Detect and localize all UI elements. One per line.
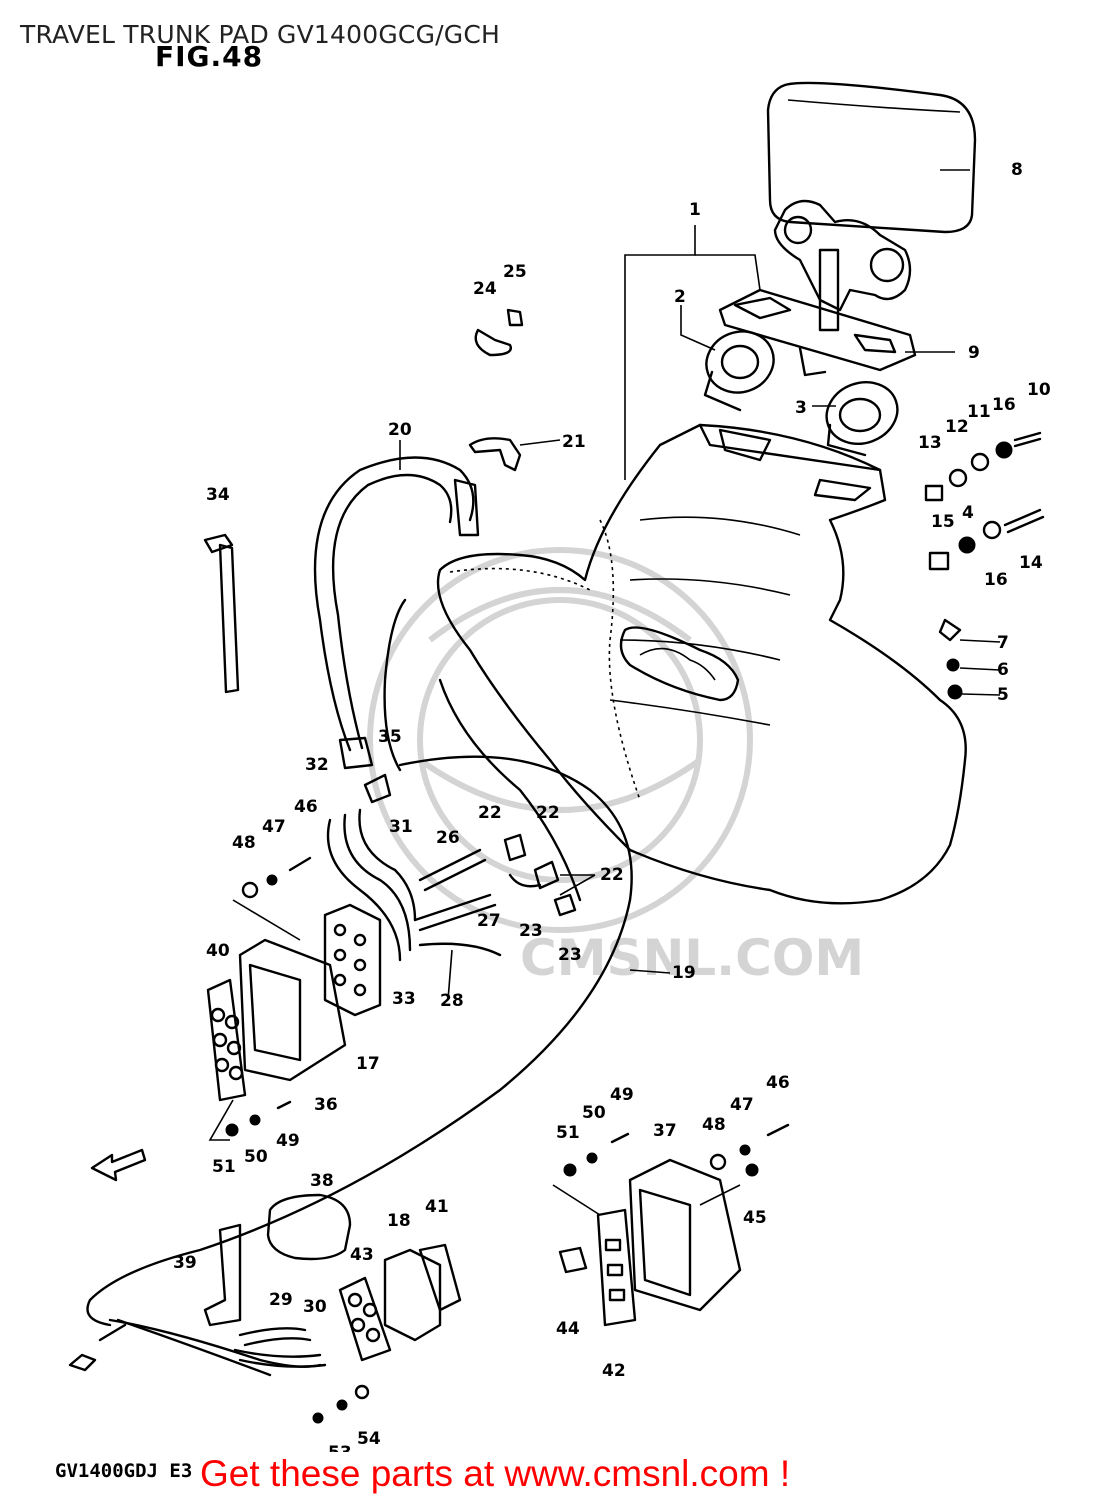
part-label: 51: [556, 1123, 580, 1143]
part-label: 26: [436, 828, 460, 848]
backrest-pad: [766, 81, 977, 234]
part-label: 39: [173, 1253, 197, 1273]
part-label: 44: [556, 1319, 580, 1339]
part-label: 29: [269, 1290, 293, 1310]
part-label: 5: [997, 685, 1009, 705]
speaker-right: [825, 381, 899, 457]
leader-lines: [208, 169, 1001, 1216]
part-label: 20: [388, 420, 412, 440]
part-label: 41: [425, 1197, 449, 1217]
part-label: 31: [389, 817, 413, 837]
wiring-harness: [68, 598, 633, 1377]
part-label: 28: [440, 991, 464, 1011]
backrest-bracket: [773, 199, 912, 332]
part-label: 16: [992, 395, 1016, 415]
part-label: 11: [967, 402, 991, 422]
part-label: 2: [674, 287, 686, 307]
hardware-right: [924, 431, 1045, 700]
part-label: 50: [244, 1147, 268, 1167]
part-label: 25: [503, 262, 527, 282]
switch-housing-left: [206, 938, 347, 1102]
lead-wires: [326, 808, 417, 962]
part-label: 51: [212, 1157, 236, 1177]
part-label: 38: [310, 1171, 334, 1191]
watermark-text: CMSNL.COM: [520, 929, 864, 987]
trunk-pad-body: [436, 423, 967, 905]
part-number-labels: 1 2 3 4 5 6 7 8 9 10 11 12 13 14 15 16 1…: [173, 160, 1051, 1479]
part-label: 22: [536, 803, 560, 823]
part-label: 34: [206, 485, 230, 505]
part-label: 36: [314, 1095, 338, 1115]
connectors: [363, 773, 577, 917]
tubes: [413, 848, 502, 957]
watermark-logo: CMSNL.COM: [367, 547, 864, 987]
part-label: 42: [602, 1361, 626, 1381]
part-label: 3: [795, 398, 807, 418]
part-label: 18: [387, 1211, 411, 1231]
part-label: 50: [582, 1103, 606, 1123]
part-label: 45: [743, 1208, 767, 1228]
part-label: 46: [766, 1073, 790, 1093]
promo-link[interactable]: Get these parts at www.cmsnl.com !: [196, 1452, 795, 1496]
part-label: 21: [562, 432, 586, 452]
part-label: 22: [600, 865, 624, 885]
part-label: 8: [1011, 160, 1023, 180]
page-title: TRAVEL TRUNK PAD GV1400GCG/GCH: [20, 20, 501, 49]
part-label: 15: [931, 512, 955, 532]
part-label: 47: [730, 1095, 754, 1115]
part-label: 6: [997, 660, 1009, 680]
part-label: 13: [918, 433, 942, 453]
switch-block-left: [323, 903, 382, 1017]
part-label: 48: [702, 1115, 726, 1135]
hose-clamp: [468, 308, 524, 472]
part-label: 24: [473, 279, 497, 299]
switch-right-assembly: [338, 1243, 462, 1362]
part-label: 7: [997, 633, 1009, 653]
part-label: 19: [672, 963, 696, 983]
support-rod: [203, 533, 240, 694]
part-label: 37: [653, 1121, 677, 1141]
part-label: 23: [558, 945, 582, 965]
part-label: 4: [962, 503, 974, 523]
part-label: 43: [350, 1245, 374, 1265]
part-label: 40: [206, 941, 230, 961]
relay: [203, 1193, 352, 1327]
part-label: 35: [378, 727, 402, 747]
switch-housing-right: [558, 1158, 742, 1327]
part-label: 1: [689, 200, 701, 220]
part-label: 16: [984, 570, 1008, 590]
part-label: 23: [519, 921, 543, 941]
part-label: 32: [305, 755, 329, 775]
part-label: 27: [477, 911, 501, 931]
part-label: 54: [357, 1429, 381, 1449]
part-label: 48: [232, 833, 256, 853]
part-label: 49: [276, 1131, 300, 1151]
part-label: 9: [968, 343, 980, 363]
model-code: GV1400GDJ E3: [55, 1460, 193, 1482]
part-label: 14: [1019, 553, 1043, 573]
speaker-left: [703, 330, 775, 412]
part-label: 49: [610, 1085, 634, 1105]
part-label: 30: [303, 1297, 327, 1317]
part-label: 22: [478, 803, 502, 823]
part-label: 33: [392, 989, 416, 1009]
fasteners: [225, 856, 790, 1424]
part-label: 17: [356, 1054, 380, 1074]
part-label: 12: [945, 417, 969, 437]
drain-hose: [313, 456, 480, 770]
part-label: 47: [262, 817, 286, 837]
front-arrow-icon: [90, 1148, 147, 1182]
part-label: 10: [1027, 380, 1051, 400]
tubes-lower: [233, 1327, 327, 1368]
part-label: 46: [294, 797, 318, 817]
figure-label: FIG.48: [155, 40, 264, 73]
